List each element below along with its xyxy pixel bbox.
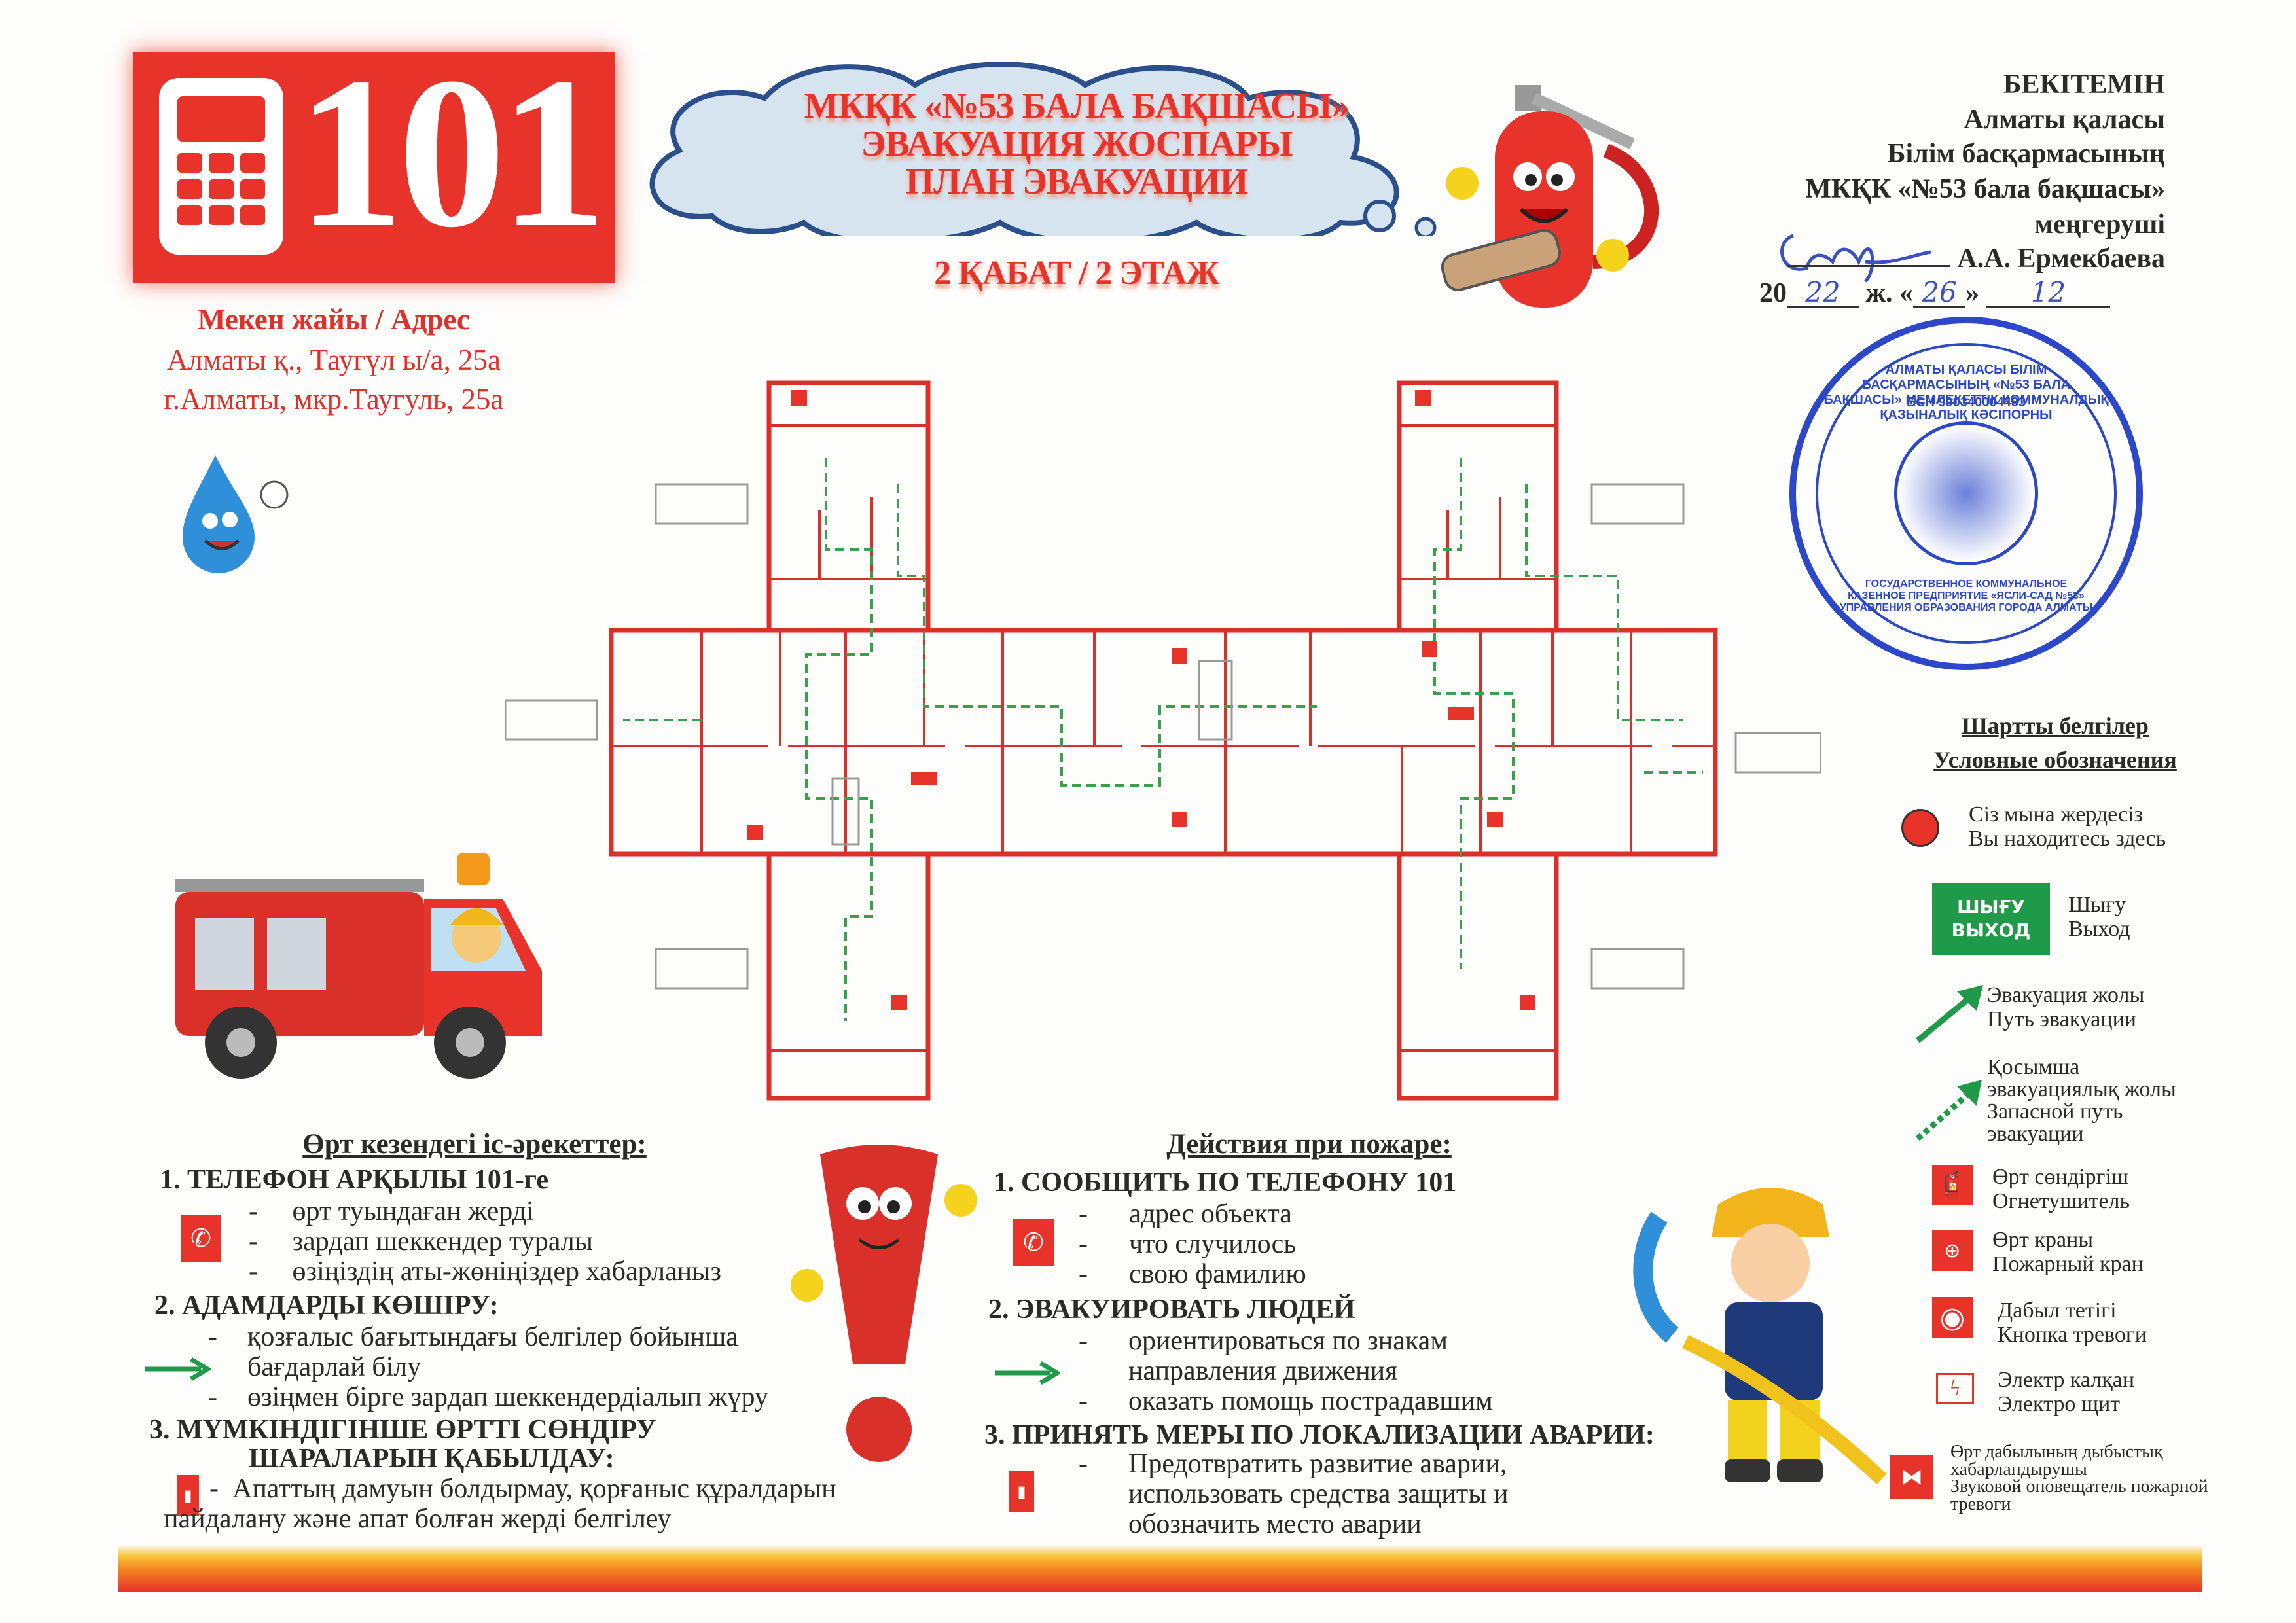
actions-ru-step-1: 1. СООБЩИТЬ ПО ТЕЛЕФОНУ 101 bbox=[994, 1168, 1457, 1198]
fire-siren-icon: ⧓ bbox=[1890, 1455, 1933, 1499]
actions-kz-step-2-items: -қозғалыс бағытындағы белгілер бойынша б… bbox=[208, 1322, 768, 1413]
exclamation-mascot bbox=[791, 1145, 977, 1462]
actions-kz-step-2: 2. АДАМДАРДЫ КӨШІРУ: bbox=[154, 1291, 499, 1321]
actions-kz-title: Өрт кезендегі іс-әрекеттер: bbox=[302, 1129, 647, 1160]
actions-kz-step-3-b: ШАРАЛАРЫН ҚАБЫЛДАУ: bbox=[249, 1444, 615, 1474]
flames-border bbox=[118, 1544, 2202, 1592]
approval-line-4: меңгеруші bbox=[2034, 209, 2165, 240]
stamp-outer-text: АЛМАТЫ ҚАЛАСЫ БІЛІМ БАСҚАРМАСЫНЫҢ «№53 Б… bbox=[1823, 363, 2109, 422]
actions-ru-step-1-items: - адрес объекта - что случилось - свою ф… bbox=[1079, 1199, 1306, 1290]
evacuation-arrow-icon bbox=[1916, 985, 1983, 1043]
floor-plan bbox=[505, 380, 1821, 1101]
green-arrow-icon bbox=[145, 1357, 211, 1382]
electric-panel-icon: ϟ bbox=[1936, 1373, 1974, 1404]
actions-ru-step-2-items: -ориентироваться по знакам направления д… bbox=[1079, 1326, 1493, 1417]
year-prefix: 20 bbox=[1759, 278, 1787, 308]
year-value: 22 bbox=[1787, 279, 1859, 308]
title-line-3: ПЛАН ЭВАКУАЦИИ bbox=[905, 162, 1249, 202]
day-value: 26 bbox=[1912, 279, 1965, 308]
alarm-button-icon: ◉ bbox=[1932, 1297, 1973, 1338]
approval-line-2: Білім басқармасының bbox=[1887, 139, 2165, 169]
address-kz: Алматы қ., Таугүл ы/а, 25а bbox=[166, 344, 501, 376]
approval-name-row: А.А. Ермекбаева bbox=[1759, 245, 2165, 272]
actions-ru-title: Действия при пожаре: bbox=[1166, 1129, 1452, 1160]
firefighter-illustration bbox=[1633, 1188, 1887, 1485]
title-line-2: ЭВАКУАЦИЯ ЖОСПАРЫ bbox=[861, 124, 1293, 164]
year-suffix: ж. « bbox=[1865, 278, 1913, 308]
official-stamp: АЛМАТЫ ҚАЛАСЫ БІЛІМ БАСҚАРМАСЫНЫҢ «№53 Б… bbox=[1789, 317, 2143, 670]
emergency-101-badge: 101 bbox=[133, 45, 615, 283]
reserve-evacuation-arrow-icon bbox=[1916, 1080, 1982, 1141]
actions-kz-step-1-items: - өрт туындаған жерді - зардап шеккендер… bbox=[249, 1196, 721, 1287]
water-drop-mascot bbox=[183, 455, 289, 573]
green-arrow-icon bbox=[995, 1361, 1060, 1385]
month-value: 12 bbox=[1986, 279, 2111, 308]
fire-extinguisher-mascot bbox=[1441, 85, 1659, 308]
fire-extinguisher-icon: 🧯 bbox=[1932, 1165, 1973, 1205]
you-are-here-dot bbox=[1901, 809, 1939, 847]
actions-kz-step-3-text: - Апаттың дамуын болдырмау, қорғаныс құр… bbox=[164, 1474, 836, 1535]
emergency-number: 101 bbox=[296, 33, 607, 272]
fire-hydrant-icon: ⊕ bbox=[1932, 1230, 1973, 1271]
actions-ru-step-2: 2. ЭВАКУИРОВАТЬ ЛЮДЕЙ bbox=[988, 1294, 1355, 1325]
approval-heading: БЕКІТЕМІН bbox=[2003, 69, 2165, 99]
actions-ru-step-3-text: -Предотвратить развитие аварии, использо… bbox=[1079, 1449, 1509, 1540]
actions-kz-step-1: 1. ТЕЛЕФОН АРҚЫЛЫ 101-ге bbox=[160, 1165, 549, 1195]
title-cloud bbox=[649, 62, 1437, 236]
stamp-bin: БСН 990340004483 bbox=[1906, 395, 2026, 410]
address-title: Мекен жайы / Адрес bbox=[198, 303, 470, 336]
director-name: А.А. Ермекбаева bbox=[1957, 243, 2165, 274]
phone-icon: ✆ bbox=[181, 1215, 221, 1262]
title-line-1: МКҚК «№53 БАЛА БАҚШАСЫ» bbox=[804, 86, 1350, 126]
phone-icon: ✆ bbox=[1013, 1219, 1054, 1266]
signature bbox=[1780, 234, 1931, 283]
fire-extinguisher-icon: ▮ bbox=[1009, 1471, 1034, 1512]
legend-title-kz: Шартты белгілер bbox=[1962, 713, 2149, 739]
approval-line-1: Алматы қаласы bbox=[1964, 105, 2165, 135]
stamp-inner-text: ГОСУДАРСТВЕННОЕ КОММУНАЛЬНОЕ КАЗЕННОЕ ПР… bbox=[1839, 579, 2093, 613]
fire-truck-illustration bbox=[175, 853, 542, 1079]
actions-kz-step-3-a: 3. МҮМКІНДІГІНШЕ ӨРТТІ СӨНДІРУ bbox=[149, 1415, 656, 1445]
mobile-phone-icon bbox=[159, 78, 283, 255]
approval-line-3: МКҚК «№53 бала бақшасы» bbox=[1805, 174, 2165, 204]
address-ru: г.Алматы, мкр.Таугуль, 25а bbox=[164, 383, 504, 416]
actions-ru-step-3: 3. ПРИНЯТЬ МЕРЫ ПО ЛОКАЛИЗАЦИИ АВАРИИ: bbox=[984, 1420, 1655, 1450]
fire-extinguisher-icon: ▮ bbox=[177, 1475, 199, 1516]
legend-title-ru: Условные обозначения bbox=[1933, 747, 2177, 773]
day-suffix: » bbox=[1965, 278, 1979, 308]
floor-label: 2 ҚАБАТ / 2 ЭТАЖ bbox=[934, 255, 1219, 292]
